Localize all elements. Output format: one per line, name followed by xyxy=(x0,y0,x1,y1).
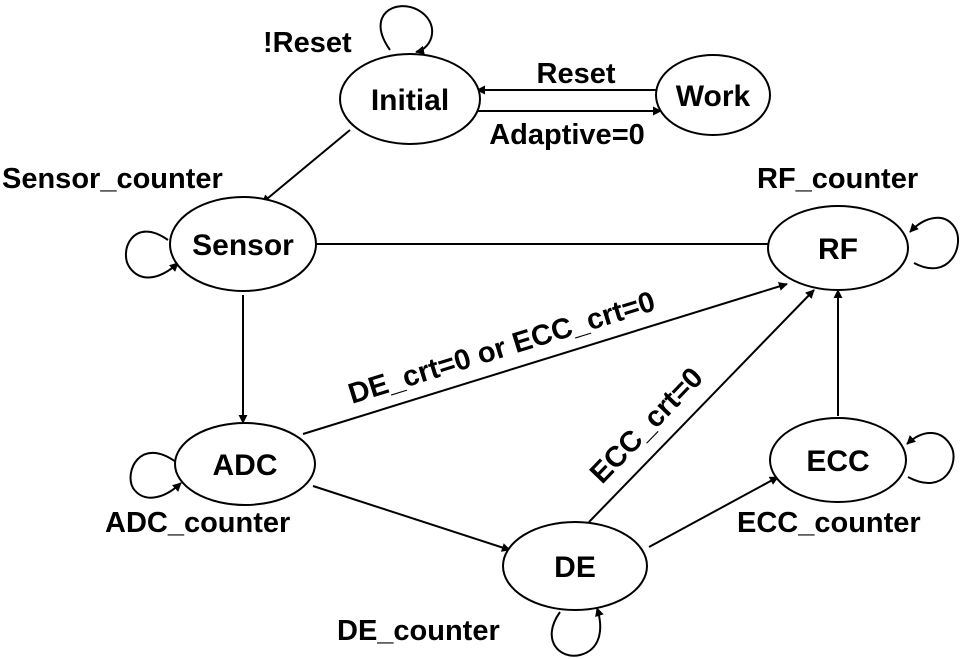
label-rf-self: RF_counter xyxy=(757,163,918,195)
state-sensor-label: Sensor xyxy=(192,229,294,262)
edge-initial-to-sensor xyxy=(261,129,351,204)
state-rf: RF xyxy=(767,205,909,291)
edge-rf-self xyxy=(909,217,959,270)
state-ecc-label: ECC xyxy=(806,445,869,478)
label-initial-to-work: Adaptive=0 xyxy=(489,119,645,151)
label-ecc-self: ECC_counter xyxy=(737,507,921,539)
state-de-label: DE xyxy=(554,551,596,584)
label-adc-self: ADC_counter xyxy=(105,507,290,539)
edge-adc-to-de xyxy=(312,485,511,552)
edge-adc-self xyxy=(129,451,182,499)
label-de-self: DE_counter xyxy=(337,615,500,647)
state-adc-label: ADC xyxy=(213,449,278,482)
label-sensor-self: Sensor_counter xyxy=(2,163,223,195)
state-initial-label: Initial xyxy=(371,84,449,117)
edge-sensor-self xyxy=(125,230,179,279)
label-de-to-rf: ECC_crt=0 xyxy=(584,362,710,490)
state-initial: Initial xyxy=(339,53,481,145)
edge-de-to-rf xyxy=(588,289,815,523)
label-adc-to-rf: DE_crt=0 or ECC_crt=0 xyxy=(345,286,659,411)
edge-ecc-self xyxy=(906,432,955,484)
state-sensor: Sensor xyxy=(169,196,317,292)
label-work-to-initial: Reset xyxy=(537,58,616,90)
state-work-label: Work xyxy=(676,80,751,113)
state-ecc: ECC xyxy=(769,417,907,503)
edge-de-self xyxy=(550,607,604,657)
state-de: DE xyxy=(502,521,648,611)
edge-initial-self xyxy=(379,5,434,55)
state-rf-label: RF xyxy=(818,233,858,266)
edge-de-to-ecc xyxy=(648,476,779,548)
state-work: Work xyxy=(655,54,771,136)
edge-adc-to-rf xyxy=(302,282,788,435)
state-adc: ADC xyxy=(174,422,316,506)
label-initial-self: !Reset xyxy=(263,27,352,59)
